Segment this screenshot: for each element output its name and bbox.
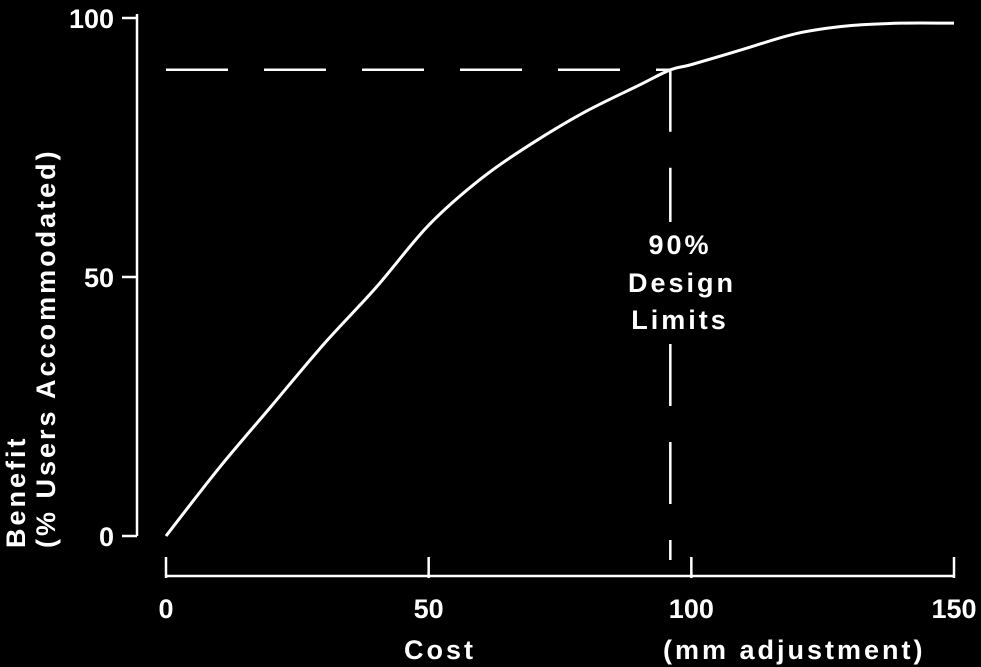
y-axis-title: Benefit xyxy=(1,435,31,548)
benefit-curve xyxy=(164,21,955,537)
y-tick-label: 50 xyxy=(84,263,114,293)
x-axis-units: (mm adjustment) xyxy=(663,635,926,665)
x-tick-label: 0 xyxy=(158,594,173,624)
x-axis-ticks: 0 50 100 150 xyxy=(158,557,977,624)
x-tick-label: 50 xyxy=(414,594,444,624)
annotation-line-3: Limits xyxy=(631,305,729,335)
y-axis-ticks: 0 50 100 xyxy=(69,4,137,552)
x-tick-label: 150 xyxy=(931,594,976,624)
x-tick-label: 100 xyxy=(669,594,714,624)
annotation-line-1: 90% xyxy=(648,230,711,260)
y-axis-units: (% Users Accommodated) xyxy=(31,148,61,548)
annotation-line-2: Design xyxy=(628,268,736,298)
y-tick-label: 100 xyxy=(69,4,114,34)
x-axis-title: Cost xyxy=(404,635,476,665)
y-tick-label: 0 xyxy=(99,522,114,552)
